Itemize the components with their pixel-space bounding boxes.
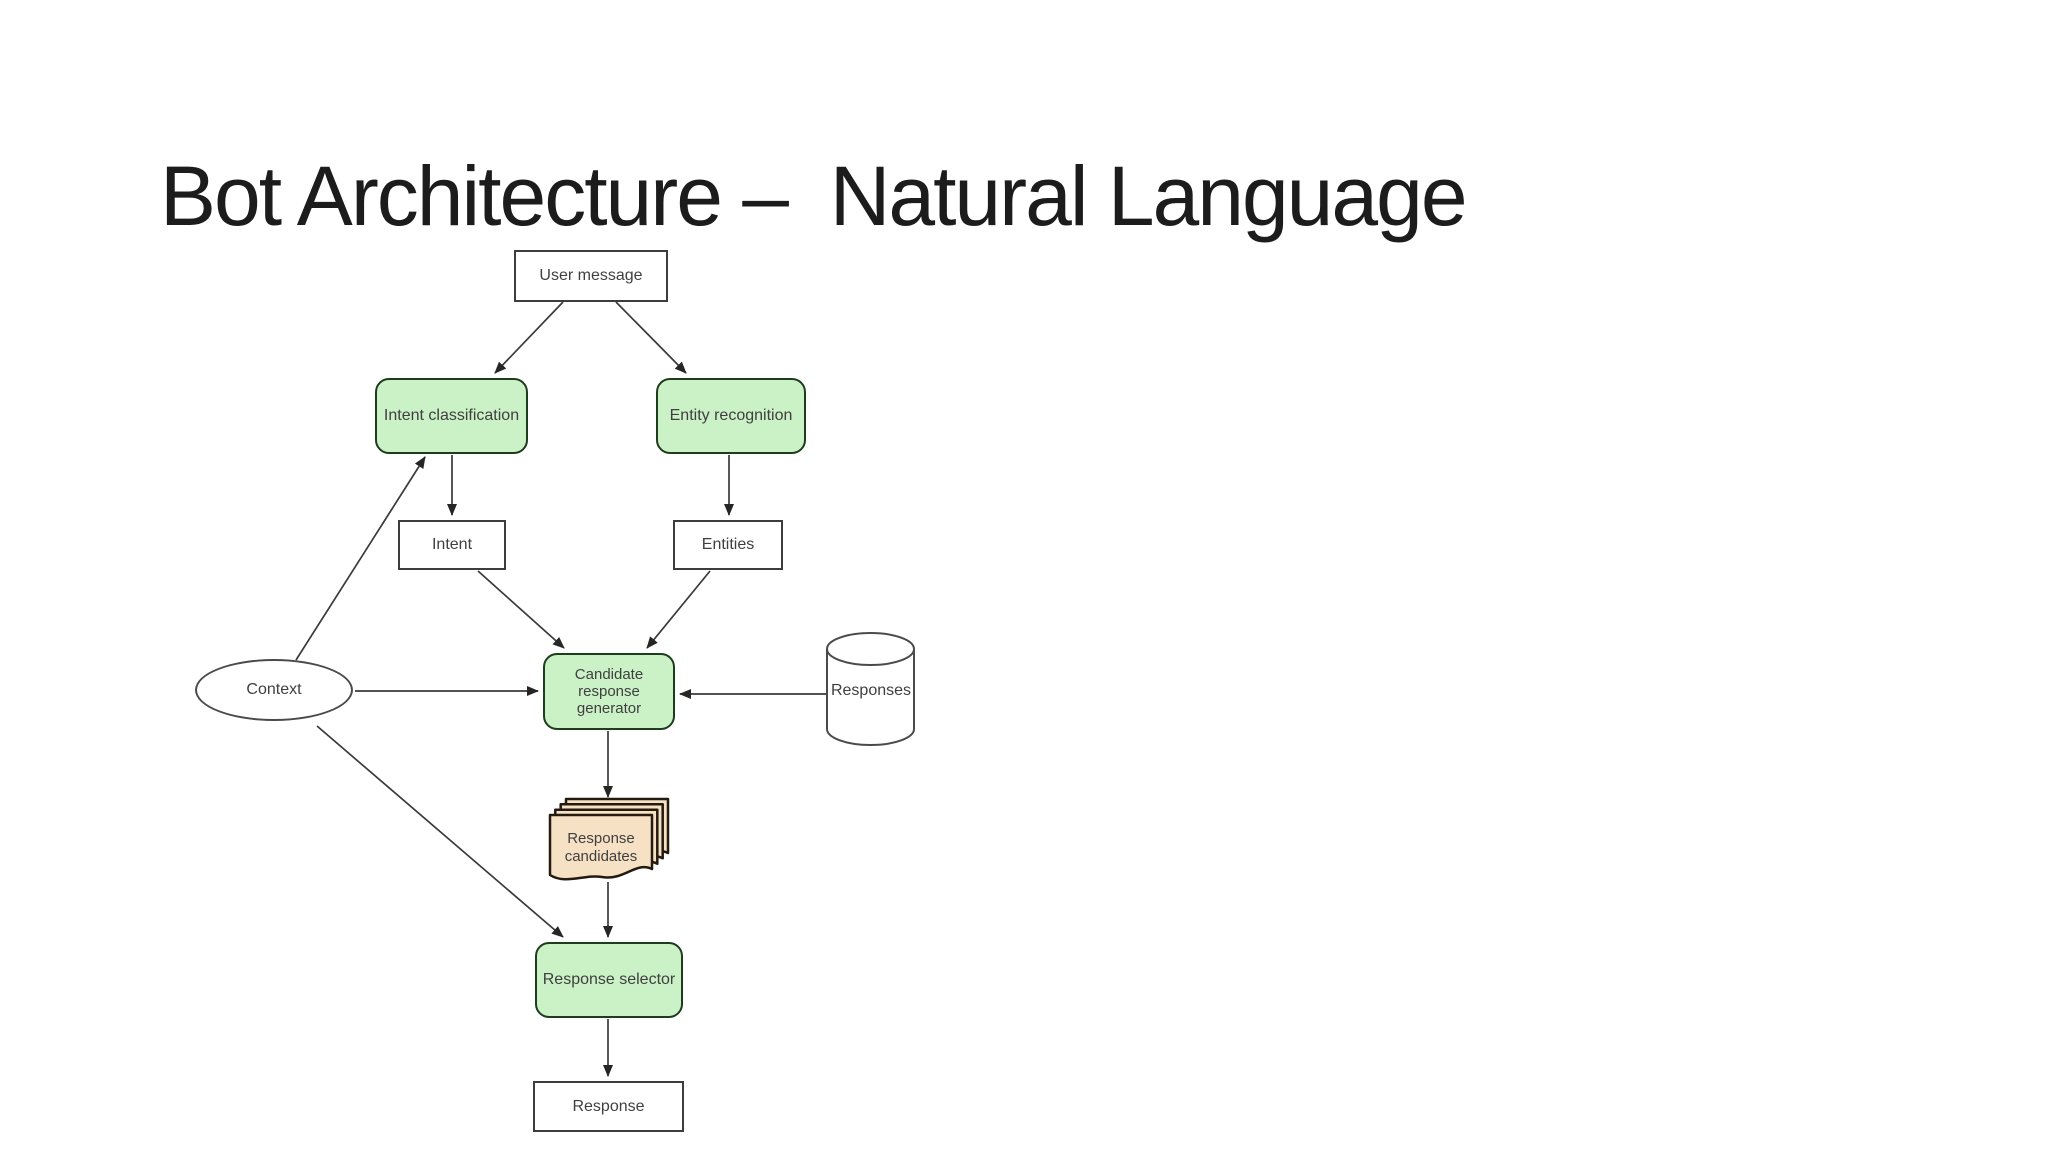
node-entity-recognition: Entity recognition: [656, 378, 806, 454]
edge-entities-to-candidate-response-generator: [646, 570, 711, 649]
edge-intent-to-candidate-response-generator: [477, 570, 565, 649]
node-entities: Entities: [673, 520, 783, 570]
node-responses-label: Responses: [830, 682, 912, 699]
response-candidates-stack-shape: [548, 797, 670, 881]
node-response-candidates-label: Response candidates: [564, 830, 638, 865]
edge-context-to-response-selector: [316, 725, 564, 938]
edge-user-message-to-intent-classification: [494, 301, 564, 374]
slide-title: Bot Architecture – Natural Language: [160, 149, 1468, 244]
edge-user-message-to-entity-recognition: [615, 301, 687, 374]
node-context: Context: [195, 659, 353, 721]
node-response-selector: Response selector: [535, 942, 683, 1018]
responses-cylinder-shape: [826, 632, 915, 746]
node-intent-classification: Intent classification: [375, 378, 528, 454]
edge-context-to-intent-classification: [295, 456, 426, 661]
node-user-message: User message: [514, 250, 668, 302]
node-response: Response: [533, 1081, 684, 1132]
node-candidate-response-generator: Candidate response generator: [543, 653, 675, 730]
node-intent: Intent: [398, 520, 506, 570]
